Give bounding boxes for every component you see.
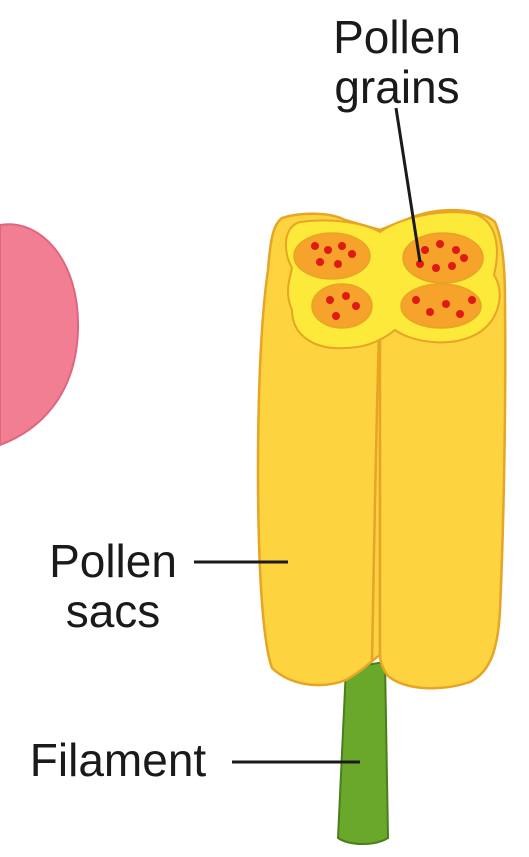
pollen-grain (421, 246, 429, 254)
pollen-grains-label: Pollen grains (312, 12, 482, 112)
pollen-grain (432, 264, 440, 272)
pollen-grain (348, 250, 356, 258)
pollen-grain (460, 254, 468, 262)
petal-shape (0, 224, 78, 445)
filament-label-text: Filament (18, 735, 218, 785)
cross-section-wall (286, 212, 500, 348)
pollen-grain (412, 296, 420, 304)
pollen-grain (456, 310, 464, 318)
pollen-chamber-lower-left (312, 284, 372, 328)
pollen-grain (352, 302, 360, 310)
pollen-grain (324, 246, 332, 254)
pollen-grain (326, 296, 334, 304)
pollen-grain (342, 292, 350, 300)
pollen-grain (311, 242, 319, 250)
pollen-grain (426, 308, 434, 316)
pollen-chamber-lower-right (401, 284, 481, 328)
pollen-sacs-label: Pollen sacs (36, 536, 190, 636)
filament-label: Filament (18, 735, 218, 785)
filament-stalk (338, 662, 388, 844)
pollen-chamber-upper-left (294, 233, 370, 279)
pollen-grain (334, 260, 342, 268)
pollen-grains-label-line2: grains (312, 62, 482, 112)
pollen-grain (452, 246, 460, 254)
pollen-chamber-upper-right (403, 233, 483, 283)
pollen-grain (436, 240, 444, 248)
pollen-sacs-label-line1: Pollen (36, 536, 190, 586)
pollen-grain (316, 258, 324, 266)
pollen-grain (468, 296, 476, 304)
pollen-grain (332, 312, 340, 320)
pollen-grains-label-line1: Pollen (312, 12, 482, 62)
pollen-grain (442, 300, 450, 308)
pollen-grain (448, 262, 456, 270)
pollen-sacs-label-line2: sacs (36, 586, 190, 636)
pollen-grain (338, 242, 346, 250)
